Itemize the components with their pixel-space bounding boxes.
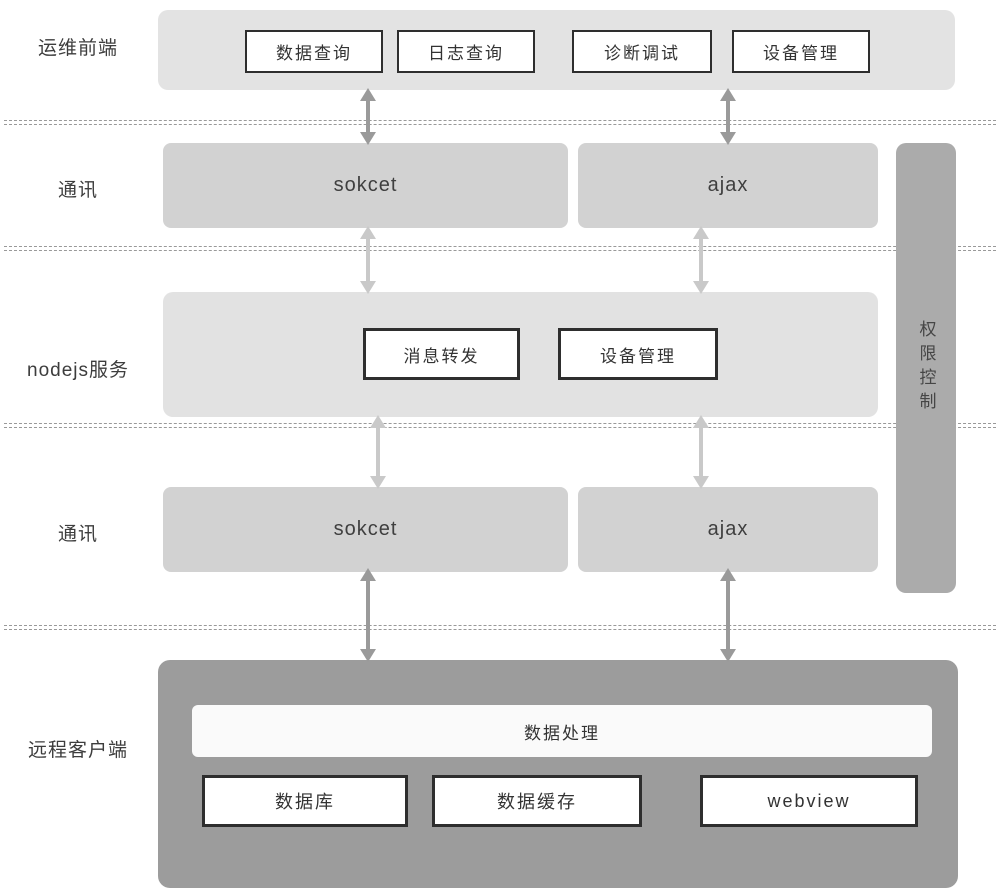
dashed-separator-3: [4, 423, 996, 428]
layer-label-comm-top: 通讯: [57, 180, 98, 201]
module-box-log-query: 日志查询: [397, 30, 535, 73]
module-box-database: 数据库: [202, 775, 408, 827]
module-box-webview: webview: [700, 775, 918, 827]
module-box-data-query: 数据查询: [245, 30, 383, 73]
layer-label-comm-bottom: 通讯: [57, 524, 98, 545]
arrow-frontend-ajax: [720, 88, 736, 145]
dashed-separator-2: [4, 246, 996, 251]
module-box-data-cache: 数据缓存: [432, 775, 642, 827]
arrow-socket-nodejs: [360, 226, 376, 294]
comm-box-ajax-top: ajax: [578, 143, 878, 228]
module-box-diagnostics: 诊断调试: [572, 30, 712, 73]
module-box-device-mgmt-top: 设备管理: [732, 30, 870, 73]
arrow-nodejs-ajax: [693, 415, 709, 489]
data-processing-bar: 数据处理: [192, 705, 932, 757]
arrow-ajax-nodejs: [693, 226, 709, 294]
arrow-frontend-socket: [360, 88, 376, 145]
module-box-device-mgmt-nodejs: 设备管理: [558, 328, 718, 380]
layer-label-client: 远程客户端: [27, 740, 128, 761]
dashed-separator-1: [4, 120, 996, 125]
comm-box-socket-bottom: sokcet: [163, 487, 568, 572]
arrow-ajax-client: [720, 568, 736, 662]
permission-control-box: 权限控制: [896, 143, 956, 593]
arrow-socket-client: [360, 568, 376, 662]
arrow-nodejs-socket: [370, 415, 386, 489]
dashed-separator-4: [4, 625, 996, 630]
layer-label-nodejs: nodejs服务: [27, 360, 129, 381]
layer-label-frontend: 运维前端: [37, 38, 118, 59]
comm-box-socket-top: sokcet: [163, 143, 568, 228]
comm-box-ajax-bottom: ajax: [578, 487, 878, 572]
nodejs-container: 消息转发 设备管理: [163, 292, 878, 417]
frontend-container: 数据查询 日志查询 诊断调试 设备管理: [158, 10, 955, 90]
module-box-message-forward: 消息转发: [363, 328, 520, 380]
client-container: 数据处理 数据库 数据缓存 webview: [158, 660, 958, 888]
permission-control-label: 权限控制: [916, 320, 936, 416]
